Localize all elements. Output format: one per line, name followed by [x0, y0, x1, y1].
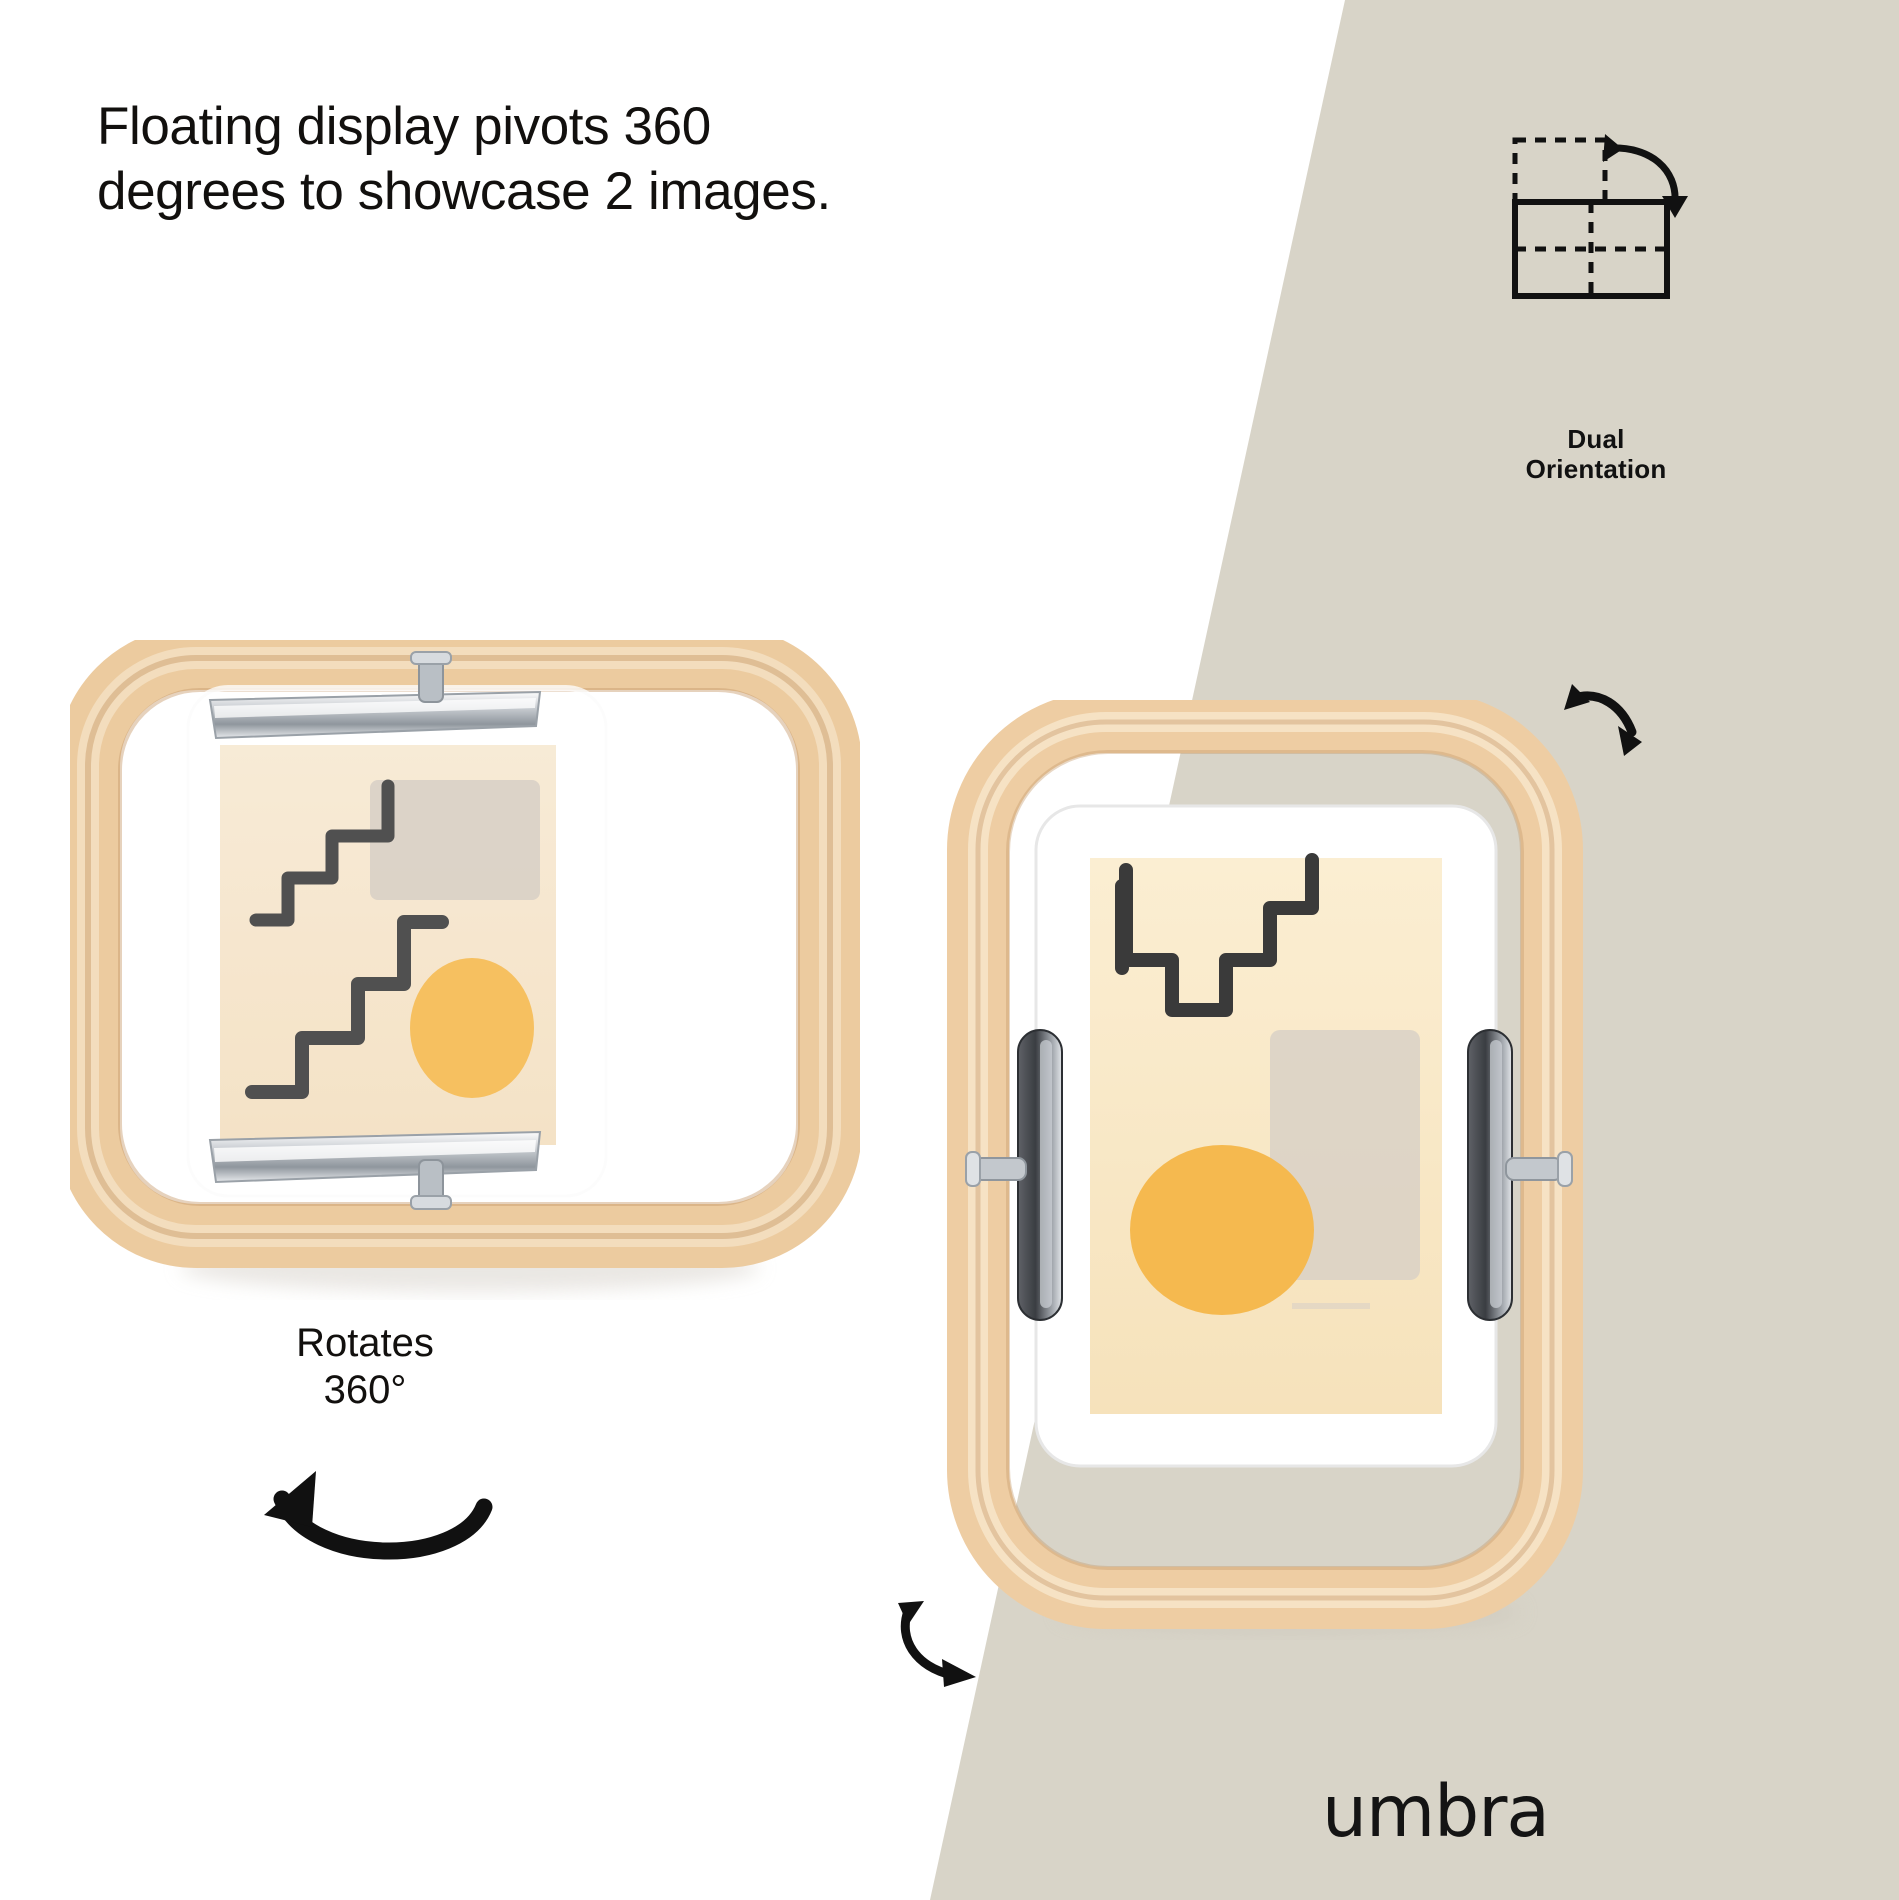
pivot-arrow-bottom-left-icon — [898, 1601, 976, 1687]
headline-line-2: degrees to showcase 2 images. — [97, 161, 831, 221]
badge-label-line-1: Dual — [1567, 424, 1625, 454]
rotates-caption-line-2: 360° — [323, 1368, 407, 1413]
pivot-pin-right — [1505, 1151, 1573, 1187]
pivot-pin-top — [410, 651, 452, 703]
headline-line-1: Floating display pivots 360 — [97, 97, 711, 156]
badge-label: Dual Orientation — [1437, 424, 1755, 485]
pivot-pin-bottom — [410, 1159, 452, 1210]
dual-orientation-badge: Dual Orientation — [1437, 78, 1755, 498]
pivot-pin-left — [965, 1151, 1027, 1187]
headline: Floating display pivots 360 degrees to s… — [97, 95, 1097, 224]
product-frame-landscape — [70, 640, 860, 1292]
brand-logo: umbra — [1322, 1770, 1550, 1853]
product-frame-portrait — [947, 700, 1583, 1632]
artwork-left — [220, 745, 556, 1145]
metal-clip-top — [208, 690, 542, 740]
dual-orientation-icon — [1512, 134, 1688, 299]
metal-clip-bottom — [208, 1130, 542, 1184]
metal-clip-right — [1467, 1029, 1513, 1321]
metal-clip-left — [1017, 1029, 1063, 1321]
rotates-caption-line-1: Rotates — [296, 1321, 434, 1365]
artwork-right — [1090, 853, 1442, 1414]
badge-label-line-2: Orientation — [1525, 453, 1667, 484]
rotate-360-arrow-icon — [264, 1471, 493, 1560]
rotates-caption: Rotates 360° — [230, 1320, 500, 1414]
pivot-arrow-top-right-icon — [1564, 684, 1642, 756]
